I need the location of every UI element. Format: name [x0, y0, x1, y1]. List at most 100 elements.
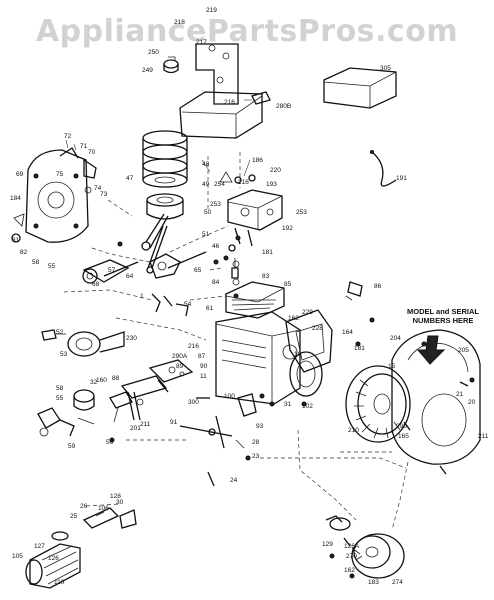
- throttle-lever: [235, 393, 257, 449]
- fuel-cap: [163, 56, 179, 74]
- part-label: 32: [90, 379, 98, 386]
- part-label: 253: [210, 201, 221, 208]
- part-label: 205: [458, 347, 469, 354]
- part-label: 69: [16, 171, 24, 178]
- ignition-coil: [285, 309, 333, 373]
- part-label: 23: [252, 453, 260, 460]
- part-label: 90: [200, 363, 208, 370]
- part-label: 300: [188, 399, 199, 406]
- spark-plug: [228, 244, 239, 279]
- cylinder-head: [225, 281, 285, 319]
- muffler-deflector: [82, 507, 137, 529]
- fuel-tank: [179, 43, 263, 139]
- dashed-callouts: [63, 152, 409, 531]
- mount-bracket: [244, 91, 271, 105]
- part-label: 56: [106, 439, 114, 446]
- connecting-rod: [141, 213, 169, 251]
- part-label: 160: [96, 377, 107, 384]
- valve-train: [151, 260, 240, 317]
- crankcase-cover: [11, 149, 89, 243]
- part-label: 211: [478, 433, 489, 440]
- filter-base: [146, 193, 184, 220]
- part-label: 305: [380, 65, 391, 72]
- part-label: 26: [80, 503, 88, 510]
- part-label: 126A: [344, 543, 360, 550]
- part-label: 127: [34, 543, 45, 550]
- part-label: 59: [68, 443, 76, 450]
- part-label: 25: [70, 513, 78, 520]
- part-label: 28: [252, 439, 260, 446]
- part-label: 91: [170, 419, 178, 426]
- part-label: 31: [284, 401, 292, 408]
- part-label: 64: [126, 273, 134, 280]
- flywheel: [345, 365, 411, 443]
- part-label: 254: [214, 181, 225, 188]
- part-label: 270: [346, 553, 357, 560]
- part-label: 249: [142, 67, 153, 74]
- part-label: 229: [302, 309, 313, 316]
- part-label: 46: [212, 243, 220, 250]
- carb-bracket: [59, 417, 95, 437]
- governor-parts: [59, 139, 97, 194]
- part-label: 84: [212, 279, 220, 286]
- part-label: 217: [196, 39, 207, 46]
- part-label: 85: [284, 281, 292, 288]
- part-label: 290A: [172, 353, 188, 360]
- note-arrow: [416, 335, 446, 365]
- part-label: 216: [188, 343, 199, 350]
- part-label: 274: [392, 579, 403, 586]
- part-label: 102: [302, 403, 313, 410]
- part-label: 87: [198, 353, 206, 360]
- part-label: 20: [468, 399, 476, 406]
- model-serial-note: MODEL and SERIAL NUMBERS HERE: [398, 307, 488, 325]
- part-label: 192: [282, 225, 293, 232]
- part-label: 65: [194, 267, 202, 274]
- part-label: 186: [252, 157, 263, 164]
- part-label: 71: [80, 143, 88, 150]
- part-label: 88: [112, 375, 120, 382]
- blower-housing: [391, 329, 481, 465]
- control-rod: [179, 397, 233, 487]
- muffler: [25, 531, 81, 589]
- part-label: 55: [48, 263, 56, 270]
- part-label: 191: [396, 175, 407, 182]
- part-label: 106: [98, 505, 109, 512]
- part-label: 204: [390, 335, 401, 342]
- part-label: 228: [312, 325, 323, 332]
- crankshaft: [82, 259, 139, 284]
- part-label: 89: [176, 363, 184, 370]
- part-label: 253: [296, 209, 307, 216]
- part-label: 30: [116, 499, 124, 506]
- flywheel-screen: [289, 351, 323, 397]
- part-label: 47: [126, 175, 134, 182]
- part-label: 250: [148, 49, 159, 56]
- part-label: 15: [388, 363, 396, 370]
- part-label: 219: [206, 7, 217, 14]
- carburetor-small-parts: [201, 159, 256, 184]
- part-label: 53: [60, 351, 68, 358]
- part-label: 126: [48, 555, 59, 562]
- part-label: 201: [130, 425, 141, 432]
- part-label: 21: [456, 391, 464, 398]
- part-label: 74: [94, 185, 102, 192]
- part-label: 110: [54, 579, 65, 586]
- callout-labels: 219218217250249216280B305727170756974734…: [10, 7, 489, 586]
- hardware: [109, 235, 475, 579]
- part-label: 50: [204, 209, 212, 216]
- part-label: 193: [266, 181, 277, 188]
- part-label: 183: [368, 579, 379, 586]
- part-label: 73: [100, 191, 108, 198]
- part-label: 51: [202, 231, 210, 238]
- part-label: 220: [270, 167, 281, 174]
- part-label: 162: [288, 315, 299, 322]
- part-label: 86: [374, 283, 382, 290]
- part-label: 93: [256, 423, 264, 430]
- part-label: 75: [56, 171, 64, 178]
- part-label: 181: [262, 249, 273, 256]
- float-bowl: [73, 389, 95, 411]
- part-label: 61: [206, 305, 214, 312]
- part-label: 164: [342, 329, 353, 336]
- air-cleaner-cover: [323, 67, 397, 109]
- part-label: 57: [108, 267, 116, 274]
